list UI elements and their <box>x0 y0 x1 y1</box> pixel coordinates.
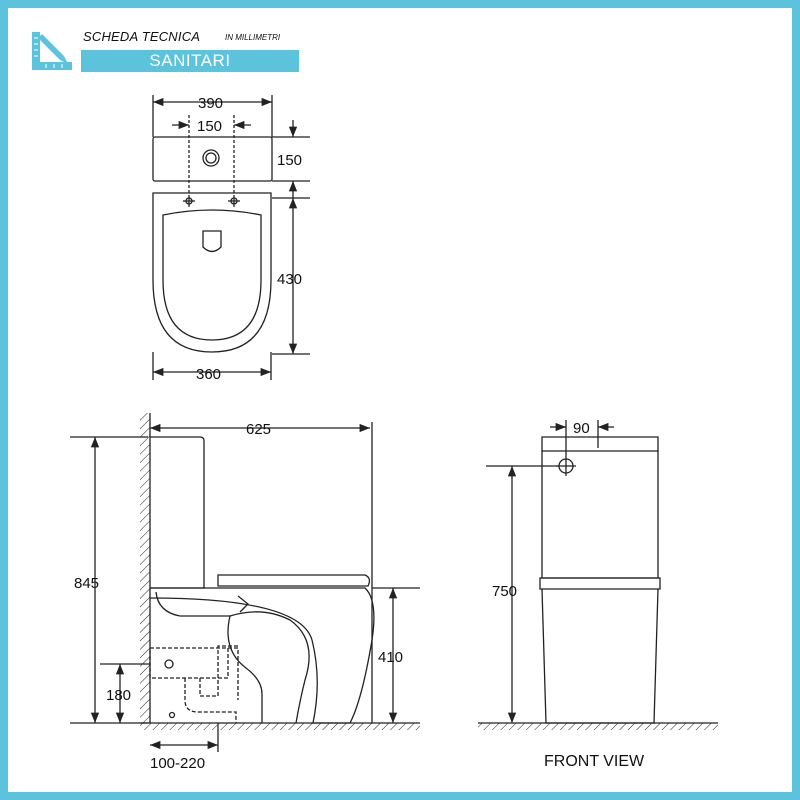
dim-button-offset: 90 <box>573 420 590 437</box>
front-view-caption: FRONT VIEW <box>544 753 645 770</box>
top-bowl-outline <box>152 192 272 353</box>
header-banner: SANITARI <box>81 50 299 72</box>
dim-total-length: 625 <box>246 421 271 438</box>
wall-hatch <box>140 413 150 723</box>
side-lid <box>217 574 371 587</box>
dim-tank-depth: 150 <box>277 152 302 169</box>
header-subtitle: IN MILLIMETRI <box>225 33 281 42</box>
dim-width-tank: 390 <box>198 95 223 112</box>
pencil-ruler-icon <box>30 28 76 74</box>
dim-seat-height: 410 <box>378 649 403 666</box>
dim-bowl-length: 430 <box>277 271 302 288</box>
dim-total-height: 845 <box>74 575 99 592</box>
header: SCHEDA TECNICA IN MILLIMETRI SANITARI <box>28 26 308 78</box>
header-title: SCHEDA TECNICA <box>83 29 201 44</box>
side-tank <box>150 436 205 589</box>
top-bowl-inner <box>162 209 262 341</box>
dim-width-bowl: 360 <box>196 366 221 383</box>
front-view <box>478 420 718 730</box>
dim-front-height: 750 <box>492 583 517 600</box>
dim-drain-height: 180 <box>106 687 131 704</box>
side-bowl <box>149 587 375 724</box>
dim-hole-spacing: 150 <box>197 118 222 135</box>
top-tank-outline <box>152 136 273 182</box>
flush-button <box>202 149 220 167</box>
floor-hatch <box>140 723 420 730</box>
dim-drain-offset: 100-220 <box>150 755 205 772</box>
top-view <box>152 95 310 380</box>
front-bowl <box>541 588 659 724</box>
side-view <box>70 413 420 752</box>
front-tank <box>541 436 659 452</box>
